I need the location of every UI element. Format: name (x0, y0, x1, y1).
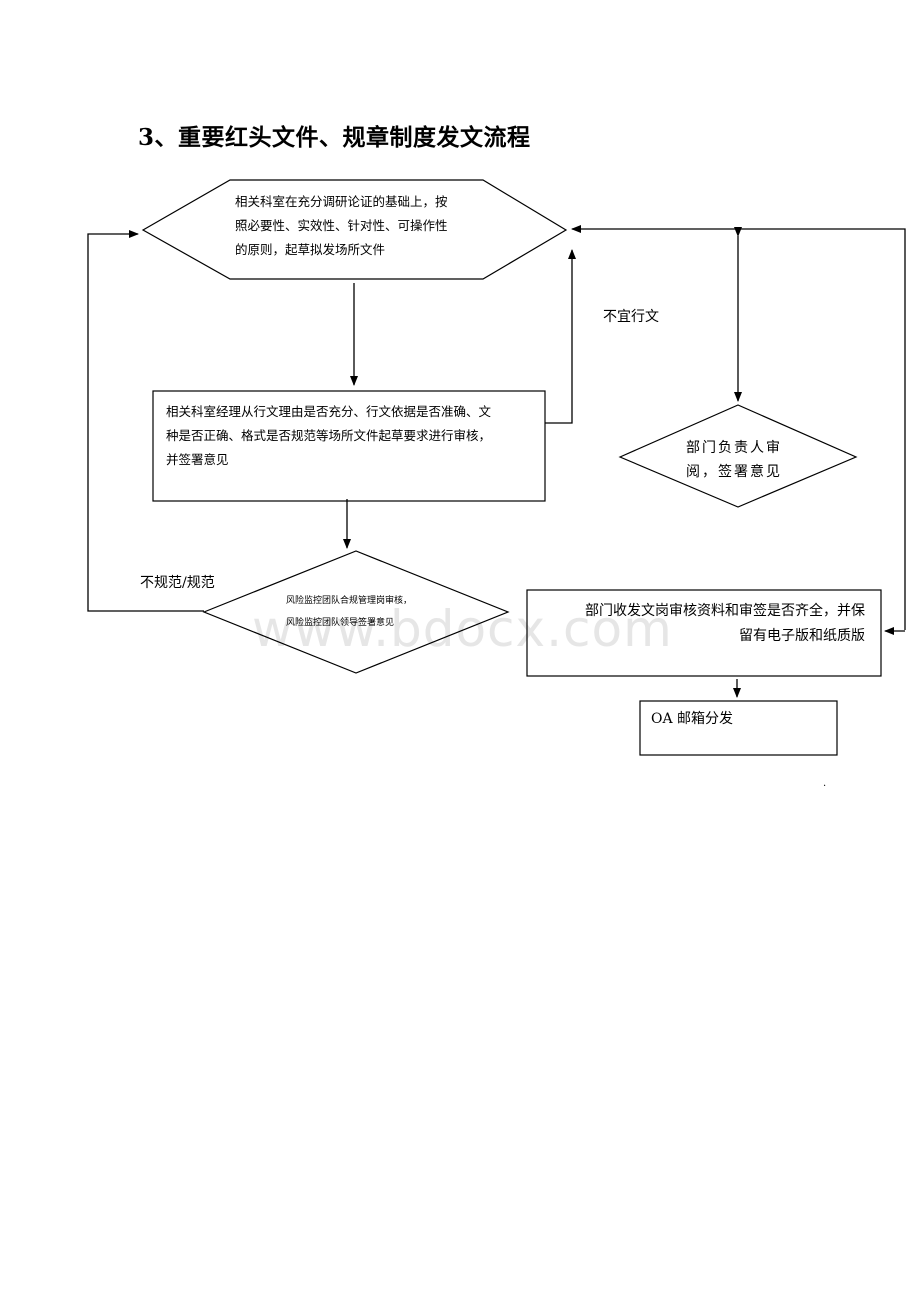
manager-review-text: 相关科室经理从行文理由是否充分、行文依据是否准确、文 种是否正确、格式是否规范等… (166, 404, 492, 467)
watermark: www.bdocx.com (252, 600, 673, 658)
draft-text: 相关科室在充分调研论证的基础上，按 照必要性、实效性、针对性、可操作性 的原则，… (235, 194, 448, 257)
page-title: 3、重要红头文件、规章制度发文流程 (138, 124, 531, 151)
doc-check-box (526, 589, 882, 677)
doc-check-text: 部门收发文岗审核资料和审签是否齐全，并保 留有电子版和纸质版 (585, 603, 865, 644)
dept-head-text: 部门负责人审 阅，签署意见 (686, 440, 782, 480)
risk-review-text: 风险监控团队合规管理岗审核， 风险监控团队领导签署意见 (286, 596, 413, 628)
footer-dot: . (823, 778, 827, 789)
manager-review-box (152, 390, 546, 502)
risk-review-diamond (202, 550, 510, 674)
draft-hexagon (141, 179, 568, 280)
arrow-nonstandard-to-draft (87, 230, 204, 612)
oa-text: OA 邮箱分发 (651, 711, 734, 727)
label-nonstandard: 不规范/规范 (140, 575, 215, 591)
oa-box (639, 700, 838, 756)
arrow-right-loop-to-draft (571, 225, 906, 630)
label-not-suitable: 不宜行文 (603, 309, 659, 325)
dept-head-diamond (618, 404, 858, 508)
arrow-not-suitable-to-draft (545, 249, 576, 424)
